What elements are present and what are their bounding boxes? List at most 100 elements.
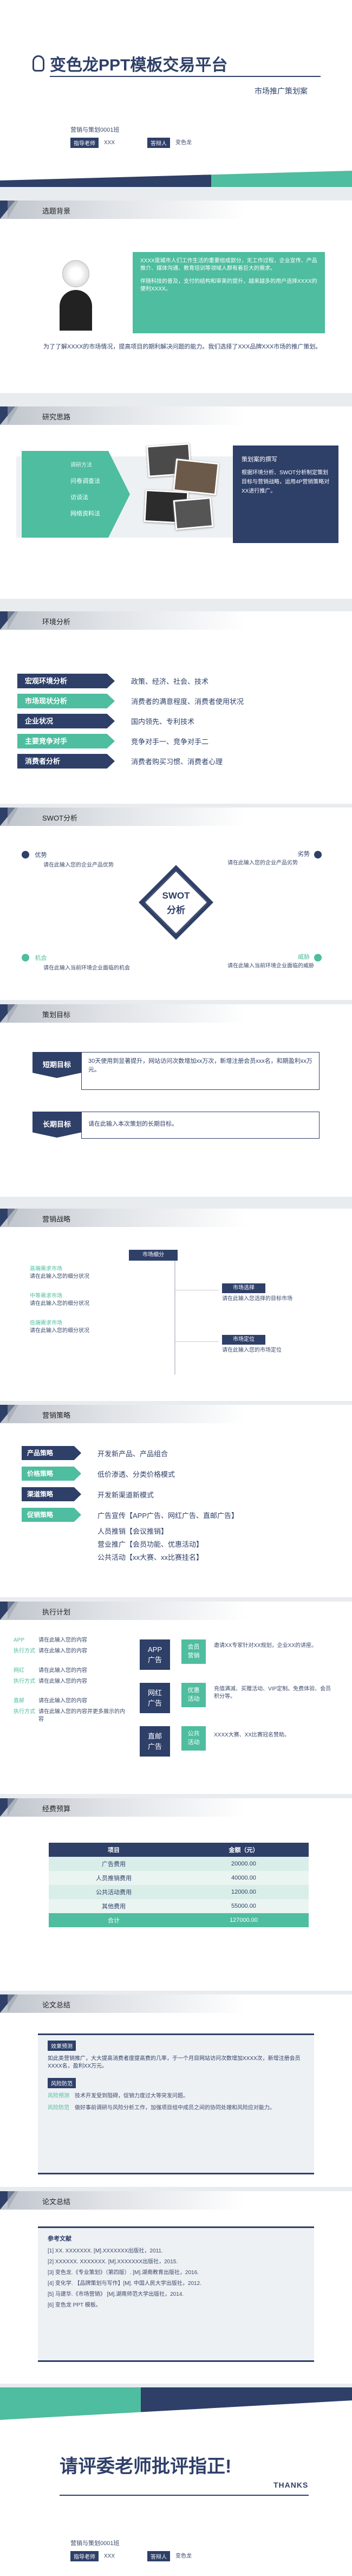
exec-value: 请在此输入您的内容 bbox=[38, 1678, 87, 1684]
exec-value: 请在此输入您的内容 bbox=[38, 1668, 87, 1674]
env-value: 消费者的满意程度、消费者使用状况 bbox=[131, 698, 244, 706]
slide-goals: 策划目标 短期目标 30天使用到显著提升，网站访问次数增加xx万次，新增注册会员… bbox=[0, 1004, 352, 1197]
ref-item: [4] 变化学. 【品牌策划与写作】[M]. 中国人民大学出版社，2012. bbox=[48, 2281, 201, 2287]
w-title: 劣势 bbox=[298, 851, 310, 857]
mkt-label: 产品策略 bbox=[22, 1446, 81, 1460]
w-body: 请在此输入您的企业产品劣势 bbox=[227, 860, 298, 866]
cover-footer-band bbox=[0, 171, 352, 187]
mkt-row: 促销策略 广告宣传【APP广告、网红广告、直邮广告】 bbox=[22, 1505, 336, 1525]
exec-item: 直邮请在此输入您的内容 bbox=[14, 1697, 130, 1705]
mkt-row: 产品策略 开发新产品、产品组合 bbox=[22, 1443, 336, 1463]
long-goal-body: 请在此输入本次策划的长期目标。 bbox=[88, 1121, 178, 1127]
exec-value: 请在此输入您的内容 bbox=[38, 1637, 87, 1643]
budget-cell: 人员推销费用 bbox=[96, 1875, 132, 1882]
slide-header: 营销策略 bbox=[0, 1405, 352, 1423]
table-row: 公共活动费用 12000.00 bbox=[49, 1885, 309, 1899]
exec-key: APP bbox=[14, 1637, 25, 1643]
strategy-vline bbox=[174, 1261, 175, 1374]
env-row: 市场现状分析 消费者的满意程度、消费者使用状况 bbox=[17, 691, 331, 711]
slide-swot: SWOT分析 优势 请在此输入您的企业产品优势 请在此输入您的企业产品劣势 劣势… bbox=[0, 808, 352, 1000]
method-box: 调研方法 问卷调查法 访谈法 网络资料法 bbox=[22, 451, 130, 538]
position-tag: 市场定位 bbox=[222, 1335, 265, 1345]
exec-block-public: 公共 活动 bbox=[181, 1726, 206, 1751]
mkt-extra-item: 公共活动【xx大赛、xx比赛挂名】 bbox=[97, 1553, 204, 1561]
end-thanks: THANKS bbox=[273, 2481, 309, 2489]
cover-course: 营销与策划0001班 bbox=[70, 127, 120, 133]
o-icon bbox=[22, 953, 29, 961]
end-top-band bbox=[0, 2387, 352, 2420]
cover-slide: 变色龙PPT模板交易平台 市场推广策划案 营销与策划0001班 指导老师 XXX… bbox=[0, 0, 352, 187]
summary-panel: 效果预测 如此类营销推广，大大提高消费者度提高费的几率，于一个月目网站访问次数增… bbox=[38, 2033, 314, 2174]
exec-block-app: APP 广告 bbox=[140, 1639, 170, 1670]
budget-cell: 12000.00 bbox=[231, 1889, 256, 1895]
slide-header: 策划目标 bbox=[0, 1004, 352, 1023]
slide-marketing: 营销策略 产品策略 开发新产品、产品组合 价格策略 低价渗透、分类价格模式 渠道… bbox=[0, 1405, 352, 1597]
slide-header: 论文总结 bbox=[0, 2191, 352, 2210]
slide-header: 执行计划 bbox=[0, 1602, 352, 1620]
end-course: 营销与策划0001班 bbox=[70, 2540, 120, 2547]
choose-tag: 市场选择 bbox=[222, 1283, 265, 1293]
exec-right-1: 邀请XX专家针对XX规划，企业XX的讲座。 bbox=[214, 1643, 317, 1649]
method-item: 网络资料法 bbox=[70, 511, 100, 517]
ref-item: [1] XX. XXXXXXX. [M].XXXXXXX出版社，2011. bbox=[48, 2248, 163, 2254]
mkt-extra: 人员推销【会议推销】 营业推广【会员功能、优惠活动】 公共活动【xx大赛、xx比… bbox=[97, 1525, 336, 1564]
segment-title: 中等需求市场 bbox=[30, 1293, 62, 1299]
divider bbox=[50, 76, 321, 77]
teacher-value: XXX bbox=[104, 139, 115, 146]
mkt-rows: 产品策略 开发新产品、产品组合 价格策略 低价渗透、分类价格模式 渠道策略 开发… bbox=[22, 1443, 336, 1564]
forecast-body: 如此类营销推广，大大提高消费者度提高费的几率，于一个月目网站访问次数增加XXXX… bbox=[48, 2056, 301, 2069]
slide-header: 营销战略 bbox=[0, 1209, 352, 1227]
mkt-row: 渠道策略 开发新渠道新模式 bbox=[22, 1484, 336, 1505]
exec-item: 执行方式请在此输入您的内容 bbox=[14, 1648, 130, 1655]
slide-header: 经费预算 bbox=[0, 1798, 352, 1817]
teacher-label: 指导老师 bbox=[70, 2551, 99, 2561]
short-goal-box: 30天使用到显著提升，网站访问次数增加xx万次，新增注册会员xxx名，和期盈利x… bbox=[81, 1052, 320, 1090]
budget-cell: 合计 bbox=[108, 1918, 120, 1924]
exec-block-member: 会员 营销 bbox=[181, 1639, 206, 1664]
plan-title: 策划案的撰写 bbox=[242, 456, 277, 463]
exec-block-kol: 网红 广告 bbox=[140, 1683, 170, 1713]
exec-key: 网红 bbox=[14, 1668, 24, 1674]
slide-summary: 论文总结 效果预测 如此类营销推广，大大提高消费者度提高费的几率，于一个月目网站… bbox=[0, 1994, 352, 2187]
w-icon bbox=[314, 851, 322, 858]
budget-cell: 公共活动费用 bbox=[96, 1889, 132, 1896]
env-value: 国内领先、专利技术 bbox=[131, 718, 195, 726]
swot-center-sub: 分析 bbox=[167, 905, 185, 915]
mkt-label: 促销策略 bbox=[22, 1508, 81, 1522]
o-title: 机会 bbox=[35, 955, 47, 961]
ref-item: [5] 马建华.《市场营销》 [M].湖南师范大学出版社，2014. bbox=[48, 2291, 184, 2297]
t-title: 威胁 bbox=[298, 954, 310, 960]
reporter-label: 答辩人 bbox=[147, 2551, 171, 2561]
long-goal-box: 请在此输入本次策划的长期目标。 bbox=[81, 1112, 320, 1139]
exec-key: 执行方式 bbox=[14, 1678, 35, 1684]
risk-value: 技术开发受到阻碍，促销力度过大等突发问题。 bbox=[75, 2093, 188, 2099]
short-goal-body: 30天使用到显著提升，网站访问次数增加xx万次，新增注册会员xxx名，和期盈利x… bbox=[88, 1058, 312, 1073]
method-item: 问卷调查法 bbox=[70, 478, 100, 485]
budget-cell: 其他费用 bbox=[102, 1903, 126, 1910]
mkt-value: 低价渗透、分类价格模式 bbox=[97, 1470, 175, 1479]
segment-title: 低端需求市场 bbox=[30, 1320, 62, 1326]
slide-background: 选题背景 XXXX是城市人们工作生活的重要组成部分，无工作过程，企业宣传、产品推… bbox=[0, 201, 352, 393]
mkt-value: 广告宣传【APP广告、网红广告、直邮广告】 bbox=[97, 1511, 239, 1520]
budget-cell: 127000.00 bbox=[230, 1917, 258, 1923]
slide-header: SWOT分析 bbox=[0, 808, 352, 826]
references-panel: 参考文献 [1] XX. XXXXXXX. [M].XXXXXXX出版社，201… bbox=[38, 2226, 314, 2362]
env-value: 消费者购买习惯、消费者心理 bbox=[131, 758, 223, 766]
exec-value: 请在此输入您的内容并更多展示的内容 bbox=[38, 1709, 125, 1722]
env-label: 市场现状分析 bbox=[17, 694, 115, 708]
mkt-extra-item: 营业推广【会员功能、优惠活动】 bbox=[97, 1540, 204, 1548]
header-title: 营销战略 bbox=[42, 1215, 71, 1223]
header-title: 策划目标 bbox=[42, 1011, 71, 1019]
header-title: 选题背景 bbox=[42, 207, 71, 215]
slide-references: 论文总结 参考文献 [1] XX. XXXXXXX. [M].XXXXXXX出版… bbox=[0, 2191, 352, 2384]
s-title: 优势 bbox=[35, 852, 47, 858]
cover-subtitle: 市场推广策划案 bbox=[255, 87, 308, 95]
reporter-value: 变色龙 bbox=[175, 139, 192, 146]
header-title: 环境分析 bbox=[42, 618, 71, 626]
method-item: 访谈法 bbox=[70, 494, 88, 501]
exec-item: APP 请在此输入您的内容 bbox=[14, 1637, 130, 1644]
exec-block-promo: 优惠 活动 bbox=[181, 1683, 206, 1707]
